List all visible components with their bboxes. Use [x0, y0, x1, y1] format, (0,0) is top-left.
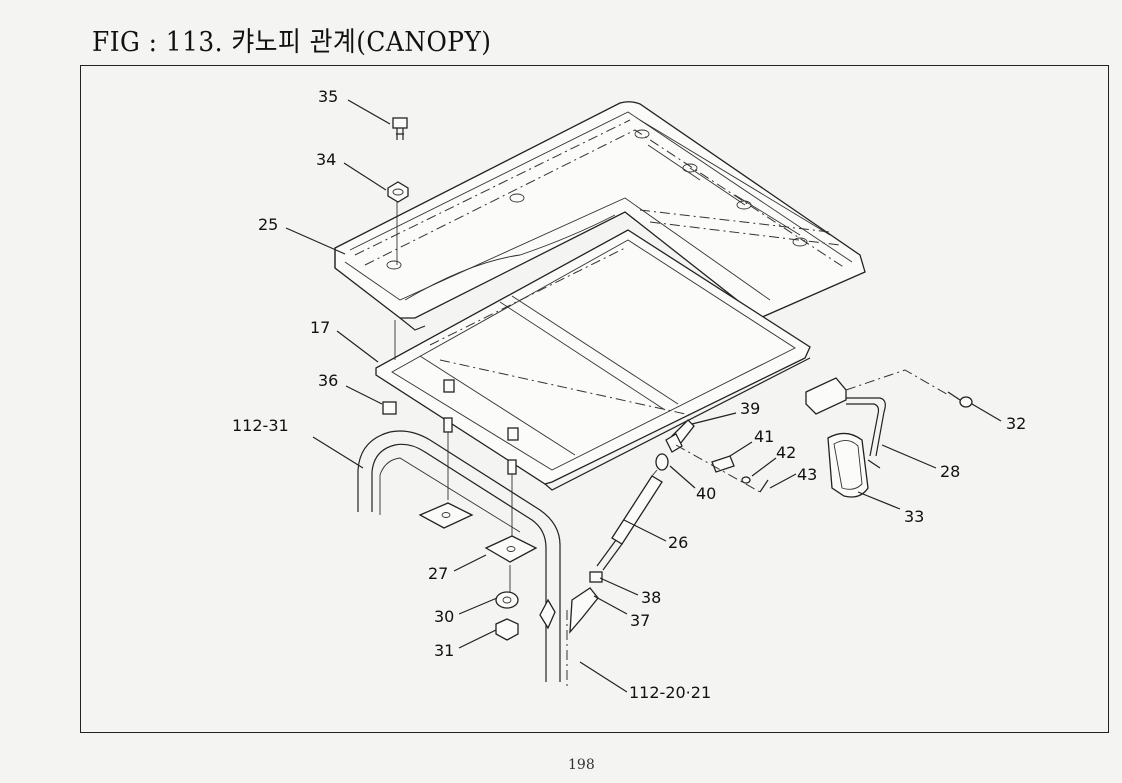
spacer-part-36: [382, 401, 397, 415]
callout-41: 41: [754, 427, 774, 446]
washer-part-30: [495, 591, 519, 609]
pin-part-41: [711, 455, 735, 473]
callout-39: 39: [740, 399, 760, 418]
nut-part-31: [495, 618, 519, 641]
canopy-rail-part-112-31: [357, 430, 568, 690]
callout-34: 34: [316, 150, 336, 169]
callout-38: 38: [641, 588, 661, 607]
callout-112-20-21: 112-20·21: [629, 683, 711, 702]
mirror-part-33: [827, 432, 881, 498]
callout-43: 43: [797, 465, 817, 484]
canopy-frame-part-17: [375, 229, 811, 491]
bracket-part-39: [665, 419, 695, 453]
callout-42: 42: [776, 443, 796, 462]
ball-joint-part-38: [589, 571, 603, 583]
bolt-part-32: [947, 391, 973, 408]
diagram-frame: [80, 65, 1109, 733]
callout-27: 27: [428, 564, 448, 583]
washer-part-42: [741, 476, 751, 484]
callout-labels: 35 34 25 17 36 112-31 27 30 31 112-20·21…: [232, 87, 1026, 702]
gas-strut-part-26: [596, 453, 669, 571]
callout-35: 35: [318, 87, 338, 106]
callout-36: 36: [318, 371, 338, 390]
mirror-bracket-part-28: [805, 369, 951, 457]
cotter-pin-part-43: [759, 479, 769, 493]
page-number: 198: [568, 757, 595, 773]
mount-bushing: [443, 379, 519, 545]
callout-17: 17: [310, 318, 330, 337]
callout-25: 25: [258, 215, 278, 234]
callout-30: 30: [434, 607, 454, 626]
callout-33: 33: [904, 507, 924, 526]
callout-37: 37: [630, 611, 650, 630]
callout-32: 32: [1006, 414, 1026, 433]
plate-part-27: [418, 502, 538, 563]
bolt-part-35: [392, 117, 408, 140]
callout-28: 28: [940, 462, 960, 481]
leader-lines: [285, 99, 1002, 693]
pin-axis-line: [675, 444, 761, 493]
callout-40: 40: [696, 484, 716, 503]
callout-31: 31: [434, 641, 454, 660]
callout-26: 26: [668, 533, 688, 552]
canopy-roof-part-25: [334, 101, 866, 331]
figure-title: FIG : 113. 캬노피 관계(CANOPY): [92, 27, 492, 58]
callout-112-31: 112-31: [232, 416, 289, 435]
bracket-part-37: [539, 587, 599, 634]
nut-part-34: [387, 181, 409, 203]
